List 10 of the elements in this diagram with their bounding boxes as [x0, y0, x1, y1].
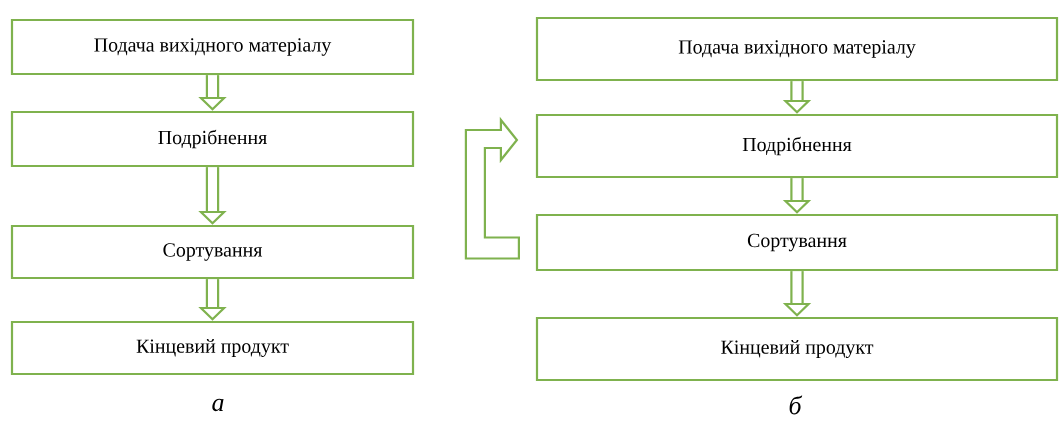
process-box: Подрібнення	[10, 110, 415, 168]
process-box: Кінцевий продукт	[10, 320, 415, 376]
process-box: Подрібнення	[535, 113, 1059, 179]
process-box: Подача вихідного матеріалу	[535, 16, 1059, 82]
process-box: Сортування	[10, 224, 415, 280]
block-arrow	[464, 116, 520, 260]
process-box: Кінцевий продукт	[535, 316, 1059, 382]
panel-label: а	[212, 398, 224, 412]
process-box: Подача вихідного матеріалу	[10, 18, 415, 76]
process-box: Сортування	[535, 213, 1059, 272]
